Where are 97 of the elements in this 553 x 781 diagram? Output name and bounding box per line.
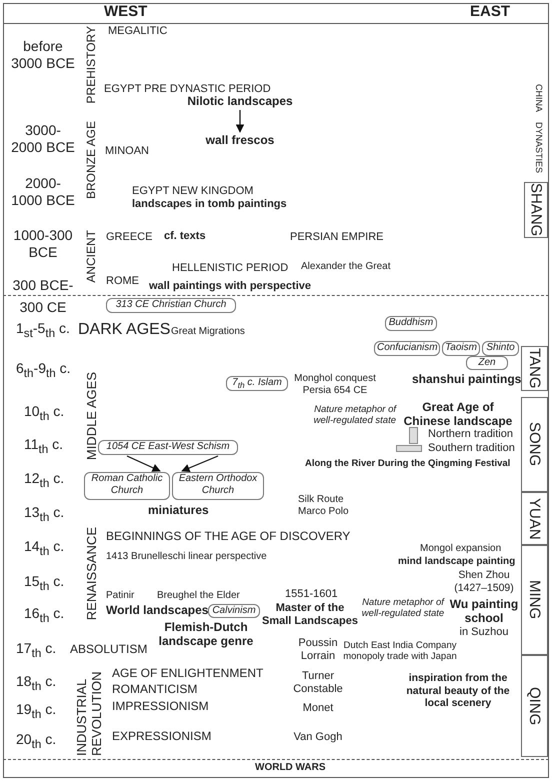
date-label: 3000-2000 BCE	[10, 122, 76, 156]
era-label: INDUSTRIAL REVOLUTION	[74, 670, 104, 756]
art-text: Along the River During the Qingming Festival	[305, 458, 510, 470]
date-label: 11$_{th}$ c.	[24, 436, 64, 457]
event-text: WORLD WARS	[255, 762, 326, 774]
date-label: 20$_{th}$ c.	[16, 731, 56, 752]
dynasty-box: TANG	[521, 346, 548, 391]
date-label: 15$_{th}$ c.	[24, 573, 64, 594]
art-text: shanshui paintings	[412, 372, 522, 386]
event-text: 1413 Brunelleschi linear perspective	[106, 551, 267, 563]
date-label: 17$_{th}$ c.	[16, 640, 56, 661]
date-label: 2000-1000 BCE	[10, 175, 76, 209]
art-text: wall frescos	[200, 133, 280, 148]
artist-text: Patinir	[106, 590, 134, 602]
era-label: RENAISSANCE	[84, 527, 100, 620]
dynasty-box: QING	[521, 655, 548, 757]
event-box: 1054 CE East-West Schism	[98, 440, 238, 455]
art-text: miniatures	[148, 503, 209, 518]
art-text: Northern tradition	[428, 428, 513, 442]
event-box: Shinto	[482, 341, 519, 356]
event-box: Zen	[466, 356, 508, 370]
art-text: mind landscape painting	[398, 556, 516, 568]
dynasty-box: SONG	[521, 397, 548, 492]
date-label: 1$_{st}$-5$_{th}$ c.	[16, 320, 70, 341]
event-text: Mongol expansion	[420, 543, 502, 555]
period-text: ROME	[106, 275, 139, 288]
date-label: 16$_{th}$ c.	[24, 605, 64, 626]
event-box: Eastern Orthodox Church	[172, 472, 264, 500]
period-text: IMPRESSIONISM	[112, 699, 209, 714]
date-label: before 3000 BCE	[10, 38, 76, 72]
date-label: 13$_{th}$ c.	[24, 504, 64, 525]
arrow	[126, 455, 161, 472]
art-text: wall paintings with perspective	[149, 280, 311, 294]
art-text: World landscapes	[106, 603, 208, 618]
arrow	[181, 455, 218, 472]
art-text: Wu painting school	[448, 597, 520, 626]
art-text: inspiration from the natural beauty of the local scenery	[405, 672, 511, 710]
note-text: Nature metaphor of well-regulated state	[360, 597, 446, 620]
event-box: Taoism	[442, 341, 480, 356]
period-text: GREECE	[106, 231, 152, 244]
column-heading: WEST	[104, 3, 148, 21]
era-label: ABSOLUTISM	[70, 642, 148, 656]
art-text: Great Age of Chinese landscape	[402, 400, 514, 429]
event-box: Calvinism	[208, 604, 260, 618]
date-label: 10$_{th}$ c.	[24, 403, 64, 424]
era-label: ANCIENT	[84, 230, 98, 283]
date-label: 1000-300 BCE	[12, 227, 74, 261]
era-label: PREHISTORY	[84, 26, 98, 104]
art-text: Flemish-Dutch landscape genre	[158, 620, 254, 649]
period-text: MINOAN	[105, 145, 149, 158]
event-text: Alexander the Great	[301, 261, 390, 273]
column-heading: EAST	[470, 3, 510, 21]
event-text: Monghol conquest Persia 654 CE	[293, 373, 377, 397]
era-label: MIDDLE AGES	[84, 372, 100, 460]
place-text: in Suzhou	[458, 626, 510, 640]
date-label: 6$_{th}$-9$_{th}$ c.	[16, 360, 70, 381]
period-text: MEGALITIC	[108, 25, 168, 38]
period-text: EGYPT PRE DYNASTIC PERIOD	[104, 83, 271, 96]
art-text: Master of the Small Landscapes	[262, 602, 358, 628]
period-text: EGYPT NEW KINGDOM	[132, 185, 254, 198]
artist-text: Van Gogh	[292, 731, 344, 744]
period-text: BEGINNINGS OF THE AGE OF DISCOVERY	[106, 529, 350, 544]
event-box: Buddhism	[385, 316, 437, 331]
event-box: 7$_{th}$ c. Islam	[226, 376, 288, 391]
art-text: Southern tradition	[428, 442, 515, 456]
date-label: 14$_{th}$ c.	[24, 538, 64, 559]
period-text: PERSIAN EMPIRE	[290, 231, 384, 244]
artist-text: Monet	[302, 702, 334, 716]
date-label: 19$_{th}$ c.	[16, 701, 56, 722]
dynasty-box: MING	[521, 545, 548, 655]
event-box: Confucianism	[374, 341, 440, 356]
era-label: DARK AGES	[78, 320, 170, 340]
date-label: 18$_{th}$ c.	[16, 673, 56, 694]
dynasty-box: SHANG	[524, 182, 548, 238]
artist-text: Shen Zhou (1427–1509)	[453, 569, 515, 594]
art-text: cf. texts	[164, 230, 206, 244]
event-text: Great Migrations	[171, 326, 245, 338]
date-label: 12$_{th}$ c.	[24, 470, 64, 491]
arrow	[236, 110, 244, 133]
period-text: HELLENISTIC PERIOD	[172, 262, 288, 276]
event-text: Silk Route Marco Polo	[298, 494, 350, 518]
period-text: EXPRESSIONISM	[112, 729, 212, 744]
column-heading: CHINA DYNASTIES	[533, 84, 544, 174]
period-text: AGE OF ENLIGHTENMENT	[112, 666, 264, 680]
artist-text: Poussin Lorrain	[297, 637, 339, 664]
period-text: ROMANTICISM	[112, 682, 198, 696]
date-text: 1551-1601	[285, 588, 338, 602]
art-text: landscapes in tomb paintings	[132, 198, 287, 212]
artist-text: Turner Constable	[292, 670, 344, 696]
event-text: Dutch East India Company monopoly trade with Japan	[342, 640, 458, 663]
note-text: Nature metaphor of well-regulated state	[312, 404, 396, 427]
event-box: 313 CE Christian Church	[106, 298, 236, 313]
era-label: BRONZE AGE	[84, 121, 98, 200]
art-text: Nilotic landscapes	[185, 94, 295, 109]
event-box: Roman Catholic Church	[84, 472, 170, 500]
dynasty-box: YUAN	[521, 492, 548, 545]
artist-text: Breughel the Elder	[157, 590, 240, 602]
